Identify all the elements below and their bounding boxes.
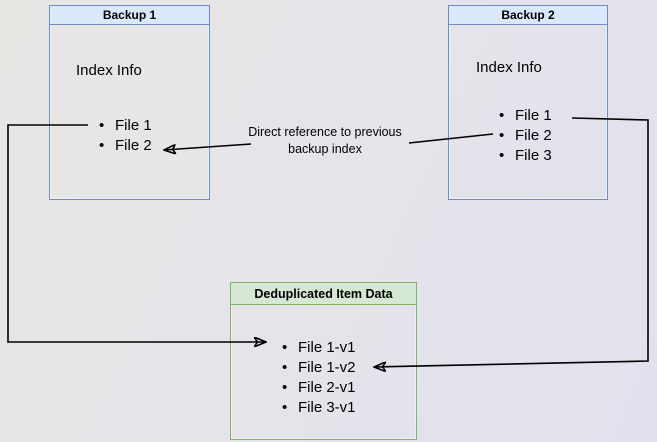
backup2-file-list: File 1File 2File 3 — [499, 106, 552, 166]
file-list-item: File 3-v1 — [282, 398, 356, 418]
backup2-title: Backup 2 — [501, 8, 555, 22]
backup2-box: Backup 2 Index Info File 1File 2File 3 — [448, 5, 608, 200]
file-list-item: File 2-v1 — [282, 378, 356, 398]
backup1-box: Backup 1 Index Info File 1File 2 — [49, 5, 210, 200]
backup1-title: Backup 1 — [102, 8, 157, 22]
direct-reference-annotation: Direct reference to previous backup inde… — [248, 125, 402, 156]
backup2-index-info-label: Index Info — [476, 59, 542, 76]
backup2-header: Backup 2 — [449, 6, 607, 25]
file-list-item: File 1 — [499, 106, 552, 126]
file-list-item: File 2 — [99, 136, 152, 156]
deduplicated-item-data-box: Deduplicated Item Data File 1-v1File 1-v… — [230, 282, 417, 440]
file-list-item: File 3 — [499, 146, 552, 166]
file-list-item: File 1-v2 — [282, 358, 356, 378]
backup1-header: Backup 1 — [50, 6, 209, 25]
dedup-header: Deduplicated Item Data — [231, 283, 416, 305]
backup1-index-info-label: Index Info — [76, 62, 142, 79]
file-list-item: File 1 — [99, 116, 152, 136]
backup1-file-list: File 1File 2 — [99, 116, 152, 156]
dedup-title: Deduplicated Item Data — [254, 286, 393, 301]
file-list-item: File 1-v1 — [282, 338, 356, 358]
dedup-file-list: File 1-v1File 1-v2File 2-v1File 3-v1 — [282, 338, 356, 418]
file-list-item: File 2 — [499, 126, 552, 146]
